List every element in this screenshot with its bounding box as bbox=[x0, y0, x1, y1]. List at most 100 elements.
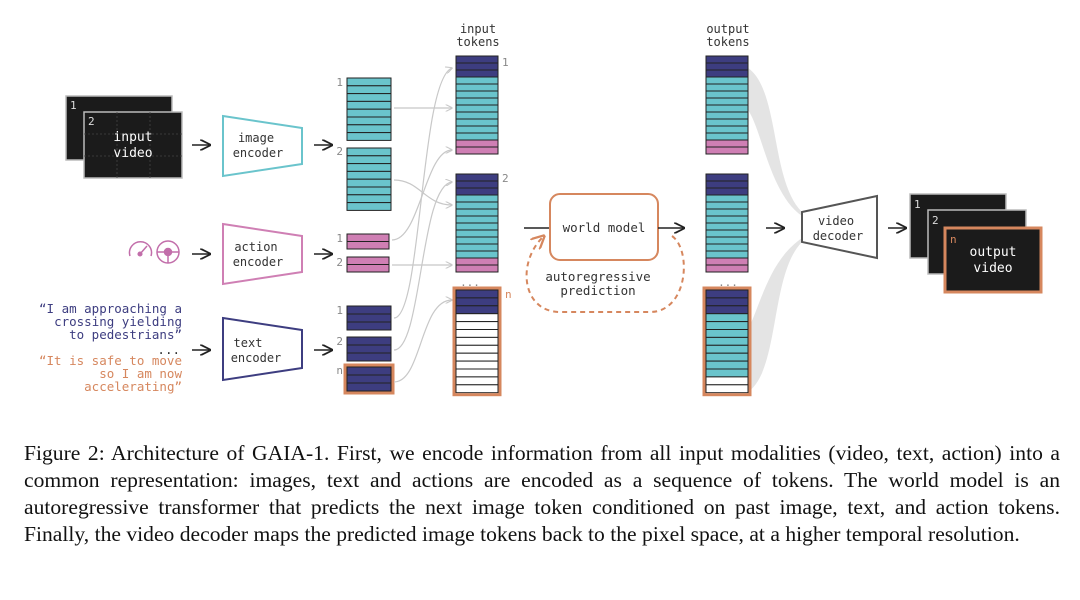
in-block-2-token bbox=[455, 208, 499, 217]
out-block-n-token bbox=[705, 376, 749, 386]
enc-image-1-token bbox=[346, 85, 392, 95]
enc-text-n-highlight bbox=[343, 363, 395, 395]
out-block-2 bbox=[705, 173, 749, 273]
out-block-n-token bbox=[705, 360, 749, 370]
out-block-2-token bbox=[705, 173, 749, 182]
in-block-1-token bbox=[455, 55, 499, 64]
enc-text-2-token bbox=[346, 344, 392, 354]
in-block-1-token bbox=[455, 69, 499, 78]
enc-image-2-token bbox=[346, 186, 392, 196]
in-block-2-token bbox=[455, 264, 499, 273]
out-block-1-token bbox=[705, 90, 749, 99]
in-block-1-token bbox=[455, 146, 499, 155]
out-block-2-token bbox=[705, 208, 749, 217]
input-frame-1-number: 1 bbox=[70, 99, 77, 112]
in-block-2-token bbox=[455, 222, 499, 231]
architecture-diagram: 1 2 input video image encoder action enc… bbox=[39, 22, 1043, 397]
out-block-1-token bbox=[705, 146, 749, 155]
enc-action-index-1: 1 bbox=[336, 232, 343, 245]
input-tokens-title-2: tokens bbox=[456, 35, 499, 49]
out-block-n-token bbox=[705, 321, 749, 331]
speedometer-icon bbox=[128, 241, 153, 257]
out-block-2-token bbox=[705, 180, 749, 189]
out-block-1 bbox=[705, 55, 749, 155]
in-block-1-token bbox=[455, 125, 499, 134]
enc-image-1-token bbox=[346, 116, 392, 126]
output-tokens-title-1: output bbox=[706, 22, 749, 36]
in-block-n-token bbox=[455, 368, 499, 378]
out-block-n-token bbox=[705, 305, 749, 315]
out-block-1-token bbox=[705, 97, 749, 106]
enc-image-1 bbox=[346, 77, 392, 141]
in-block-n-token bbox=[455, 313, 499, 323]
decoder-funnel bbox=[748, 68, 802, 392]
text-encoder-label-2: encoder bbox=[231, 351, 282, 365]
enc-image-1-token bbox=[346, 132, 392, 141]
in-block-1 bbox=[455, 55, 499, 155]
out-block-2-token bbox=[705, 194, 749, 203]
out-block-n-token bbox=[705, 384, 749, 394]
out-block-1-token bbox=[705, 139, 749, 148]
output-frame-1-number: 1 bbox=[914, 198, 921, 211]
out-block-n-token bbox=[705, 329, 749, 338]
out-dots: ... bbox=[718, 276, 738, 289]
in-block-1-token bbox=[455, 104, 499, 113]
enc-text-1-token bbox=[346, 305, 392, 315]
enc-text-1 bbox=[346, 305, 392, 331]
in-index-2: 2 bbox=[502, 172, 509, 185]
enc-image-2-token bbox=[346, 178, 392, 188]
prompt-ellipsis: ... bbox=[157, 342, 180, 357]
in-block-n-token bbox=[455, 360, 499, 370]
out-block-2-token bbox=[705, 215, 749, 224]
output-token-column bbox=[702, 55, 752, 397]
in-block-n-token bbox=[455, 321, 499, 331]
out-block-2-token bbox=[705, 187, 749, 196]
out-block-2-token bbox=[705, 222, 749, 231]
out-block-n-highlight bbox=[702, 286, 752, 397]
enc-image-1-token bbox=[346, 77, 392, 87]
out-block-1-token bbox=[705, 69, 749, 78]
out-block-2-token bbox=[705, 201, 749, 210]
enc-text-index-1: 1 bbox=[336, 304, 343, 317]
enc-text-index-2: 2 bbox=[336, 335, 343, 348]
enc-image-2-token bbox=[346, 194, 392, 204]
enc-image-1-token bbox=[346, 93, 392, 102]
out-block-2-token bbox=[705, 229, 749, 238]
enc-image-1-token bbox=[346, 124, 392, 134]
in-block-2-token bbox=[455, 257, 499, 266]
output-frame-2-number: 2 bbox=[932, 214, 939, 227]
out-block-n-token bbox=[705, 336, 749, 346]
in-block-n-token bbox=[455, 336, 499, 346]
in-block-2-token bbox=[455, 243, 499, 252]
out-block-n-token bbox=[705, 289, 749, 299]
out-block-n-token bbox=[705, 368, 749, 378]
in-block-n bbox=[452, 286, 502, 397]
prompt-2-line-3: accelerating” bbox=[84, 379, 182, 394]
figure-caption: Figure 2: Architecture of GAIA-1. First,… bbox=[24, 441, 1060, 546]
out-block-1-token bbox=[705, 55, 749, 64]
enc-action-index-2: 2 bbox=[336, 256, 343, 269]
enc-image-2-token bbox=[346, 147, 392, 157]
input-video-label-2: video bbox=[113, 146, 152, 161]
in-block-2-token bbox=[455, 201, 499, 210]
enc-image-1-token bbox=[346, 108, 392, 118]
out-block-1-token bbox=[705, 76, 749, 85]
in-block-1-token bbox=[455, 139, 499, 148]
out-block-2-token bbox=[705, 257, 749, 266]
enc-image-2-token bbox=[346, 202, 392, 211]
enc-text-2-token bbox=[346, 336, 392, 346]
enc-action-2-token bbox=[346, 256, 390, 265]
in-block-n-token bbox=[455, 376, 499, 386]
in-block-1-token bbox=[455, 111, 499, 120]
input-token-column bbox=[452, 55, 502, 397]
text-encoder: text encoder bbox=[222, 316, 303, 382]
in-block-n-token bbox=[455, 297, 499, 307]
in-block-n-token bbox=[455, 384, 499, 394]
enc-image-index-2: 2 bbox=[336, 145, 343, 158]
output-video: 1 2 n output video bbox=[909, 193, 1043, 294]
in-block-2-token bbox=[455, 229, 499, 238]
steering-wheel-icon bbox=[156, 240, 180, 264]
in-block-1-token bbox=[455, 62, 499, 71]
in-block-1-token bbox=[455, 76, 499, 85]
enc-text-2 bbox=[346, 336, 392, 362]
